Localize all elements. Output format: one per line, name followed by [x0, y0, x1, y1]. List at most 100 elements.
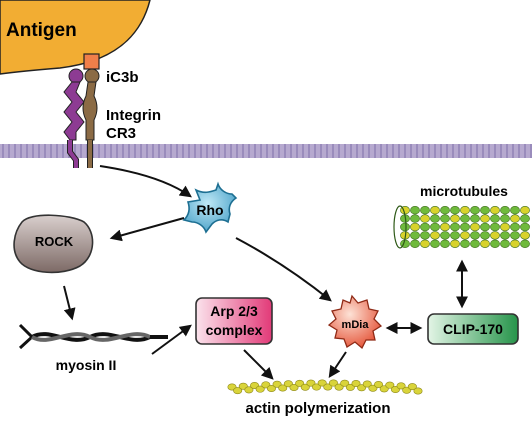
microtubule-subunit [450, 214, 460, 223]
arrow-rho-to-rock [109, 217, 185, 242]
microtubule-subunit [510, 222, 520, 232]
arrow-arp-to-actin [243, 349, 274, 380]
microtubule-subunit [490, 222, 500, 232]
actin-subunit [385, 381, 395, 389]
microtubule-subunit [520, 206, 530, 215]
microtubule-subunit [440, 231, 450, 240]
microtubule-subunit [500, 214, 510, 223]
microtubule-subunit [440, 206, 450, 215]
myosin-filament [18, 323, 168, 350]
microtubule-subunit [460, 214, 470, 223]
microtubule-subunit [500, 231, 510, 240]
microtubule-subunit [410, 222, 420, 232]
microtubule-subunit [450, 206, 460, 215]
microtubule-subunit [470, 231, 480, 240]
ic3b-label: iC3b [106, 69, 139, 86]
arrow-rho-to-mdia [235, 237, 332, 302]
clip-node [427, 313, 519, 345]
microtubule-subunit [490, 206, 500, 215]
rock-label: ROCK [35, 234, 74, 249]
microtubule-subunit [410, 206, 420, 215]
arrow-rock-to-myosin [63, 285, 76, 321]
actin-subunit [407, 383, 417, 391]
microtubule-subunit [520, 222, 530, 232]
microtubule-subunit [430, 206, 440, 215]
microtubule-subunit [440, 222, 450, 232]
actin-subunit [289, 384, 299, 392]
integrin-label-line1: Integrin [106, 107, 161, 124]
microtubule-subunit [460, 239, 470, 248]
rho-node [182, 181, 238, 234]
integrin-label-line2: CR3 [106, 125, 136, 142]
microtubule-subunit [430, 239, 440, 248]
microtubule-subunit [500, 206, 510, 215]
microtubule-cylinder [393, 205, 530, 249]
microtubule-subunit [480, 239, 490, 248]
microtubule-subunit [470, 239, 480, 248]
actin-subunit [413, 387, 423, 395]
arrow-myosin-to-arp [151, 324, 192, 355]
integrin-alpha-chain [63, 68, 85, 168]
microtubule-subunit [520, 239, 530, 248]
microtubule-subunit [400, 222, 410, 232]
microtubule-subunit [450, 222, 460, 232]
cell-membrane [0, 144, 532, 158]
ic3b-square [83, 53, 100, 70]
integrin-beta-chain [82, 68, 100, 168]
microtubule-subunit [470, 214, 480, 223]
actin-filament [227, 379, 423, 395]
antigen-label: Antigen [6, 20, 77, 41]
rock-node [13, 214, 94, 274]
microtubule-subunit [420, 206, 430, 215]
microtubule-subunit [500, 222, 510, 232]
microtubules-label: microtubules [420, 183, 508, 199]
actin-subunit [244, 386, 254, 394]
arp-node [195, 297, 273, 345]
microtubule-subunit [430, 231, 440, 240]
actin-label: actin polymerization [245, 400, 390, 417]
microtubule-subunit [480, 214, 490, 223]
actin-subunit [340, 379, 350, 387]
microtubule-subunit [450, 231, 460, 240]
actin-subunit [300, 383, 310, 391]
antigen-shape [0, 0, 151, 75]
actin-subunit [266, 385, 276, 393]
microtubule-subunit [510, 206, 520, 215]
actin-subunit [396, 382, 406, 390]
mdia-label: mDia [342, 319, 370, 331]
microtubule-subunit [460, 206, 470, 215]
microtubule-subunit [510, 214, 520, 223]
clip-label: CLIP-170 [443, 321, 503, 337]
actin-subunit [351, 380, 361, 388]
microtubule-subunit [420, 214, 430, 223]
microtubule-subunit [520, 214, 530, 223]
microtubule-subunit [510, 231, 520, 240]
microtubule-subunit [430, 214, 440, 223]
mdia-node [327, 294, 383, 350]
microtubule-subunit [470, 222, 480, 232]
microtubule-subunit [420, 231, 430, 240]
arrow-integrin-to-rho [99, 165, 192, 198]
microtubule-subunit [410, 239, 420, 248]
actin-subunit [374, 381, 384, 389]
myosin-label: myosin II [56, 357, 117, 373]
microtubule-subunit [410, 231, 420, 240]
microtubule-subunit [450, 239, 460, 248]
microtubule-subunit [420, 239, 430, 248]
microtubule-subunit [470, 206, 480, 215]
microtubule-subunit [490, 214, 500, 223]
microtubule-subunit [520, 231, 530, 240]
microtubule-subunit [430, 222, 440, 232]
microtubule-subunit [480, 206, 490, 215]
actin-subunit [278, 384, 288, 392]
microtubule-subunit [460, 231, 470, 240]
rho-label: Rho [196, 202, 223, 218]
actin-subunit [255, 385, 265, 393]
arp-label-line2: complex [206, 322, 263, 338]
microtubule-subunit [490, 239, 500, 248]
microtubule-subunit [510, 239, 520, 248]
microtubule-subunit [480, 231, 490, 240]
microtubule-subunit [500, 239, 510, 248]
